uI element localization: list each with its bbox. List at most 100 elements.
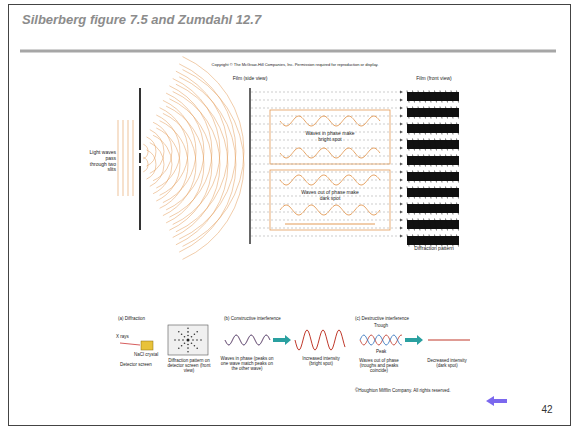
wavefront xyxy=(143,157,148,172)
diffraction-spot xyxy=(174,339,176,341)
band-fuzz xyxy=(446,91,448,103)
guide-line xyxy=(251,124,400,125)
page-number: 42 xyxy=(532,404,562,416)
band-fuzz xyxy=(424,139,426,151)
slide-frame xyxy=(9,5,571,426)
band-fuzz xyxy=(435,155,437,167)
band-fuzz xyxy=(424,203,426,215)
band-fuzz xyxy=(457,155,459,167)
band-fuzz xyxy=(451,139,453,151)
diffraction-spot xyxy=(196,339,198,341)
peak-label: Peak xyxy=(376,349,406,354)
band-fuzz xyxy=(418,107,420,119)
band-fuzz xyxy=(446,123,448,135)
wavefront xyxy=(160,108,188,196)
copyright-note: Copyright © The McGraw-Hill Companies, I… xyxy=(150,63,440,68)
guide-line xyxy=(251,188,400,189)
arrowhead xyxy=(400,99,403,102)
wave xyxy=(280,116,380,126)
panel-label: (a) Diffraction xyxy=(118,316,168,321)
arrowhead xyxy=(400,187,403,190)
slit-barrier xyxy=(139,166,141,230)
diffraction-spot xyxy=(187,344,189,346)
wavefront xyxy=(156,115,180,188)
band-fuzz xyxy=(429,107,431,119)
arrowhead xyxy=(400,171,403,174)
diffraction-spot xyxy=(181,334,183,336)
band-fuzz xyxy=(446,219,448,231)
pattern-caption: Diffraction pattern on detector screen (… xyxy=(165,358,213,374)
arrowhead xyxy=(400,91,403,94)
band-fuzz xyxy=(407,187,409,199)
diffraction-spot xyxy=(196,331,198,333)
band-fuzz xyxy=(418,235,420,247)
diffraction-spot xyxy=(200,339,202,341)
guide-line xyxy=(251,100,400,101)
out-of-phase-box xyxy=(270,170,390,230)
arrowhead xyxy=(400,219,403,222)
band-fuzz xyxy=(457,139,459,151)
plane-wave xyxy=(123,120,124,196)
band-fuzz xyxy=(418,155,420,167)
diffraction-spot xyxy=(191,342,193,344)
band-fuzz xyxy=(451,235,453,247)
band-fuzz xyxy=(418,91,420,103)
band-fuzz xyxy=(429,123,431,135)
arrowhead xyxy=(400,115,403,118)
band-fuzz xyxy=(457,235,459,247)
arrowhead xyxy=(400,227,403,230)
arrow-b xyxy=(273,335,291,345)
wavefront xyxy=(160,121,188,209)
intensity-caption: Increased intensity (bright spot) xyxy=(296,356,346,366)
wave xyxy=(295,330,345,350)
detector-screen xyxy=(168,325,208,355)
slide-title: Silberberg figure 7.5 and Zumdahl 12.7 xyxy=(22,12,261,27)
guide-line xyxy=(251,236,400,237)
wave xyxy=(225,335,270,345)
guide-line xyxy=(251,92,400,93)
diffraction-spot xyxy=(181,345,183,347)
band-fuzz xyxy=(435,139,437,151)
band-fuzz xyxy=(429,91,431,103)
wavefront xyxy=(147,137,156,166)
band-fuzz xyxy=(424,123,426,135)
copyright-note: ©Houghton Mifflin Company. All rights re… xyxy=(355,388,485,393)
xray-figure xyxy=(120,325,470,355)
slit-barrier xyxy=(139,88,141,150)
diffraction-spot xyxy=(187,351,189,353)
band-fuzz xyxy=(440,219,442,231)
diffraction-spot xyxy=(187,331,189,333)
band-fuzz xyxy=(435,219,437,231)
crystal-label: NaCl crystal xyxy=(134,352,162,357)
diffraction-spot xyxy=(192,339,194,341)
wave-caption: Waves in phase (peaks on one wave match … xyxy=(220,356,274,372)
wave xyxy=(360,335,402,345)
band-fuzz xyxy=(418,171,420,183)
diffraction-spot xyxy=(184,336,186,338)
band-fuzz xyxy=(451,91,453,103)
wavefront xyxy=(153,135,172,193)
band-fuzz xyxy=(407,171,409,183)
wavefront xyxy=(176,71,228,232)
arrowhead xyxy=(400,203,403,206)
band-fuzz xyxy=(407,219,409,231)
band-fuzz xyxy=(429,203,431,215)
diffraction-spot xyxy=(178,339,180,341)
wave xyxy=(280,205,380,215)
band-fuzz xyxy=(435,187,437,199)
central-spot xyxy=(187,339,190,342)
film-label: Film (front view) xyxy=(412,76,456,82)
band-fuzz xyxy=(424,219,426,231)
diffraction-spot xyxy=(187,347,189,349)
flat-wave xyxy=(285,224,375,225)
diffraction-spot xyxy=(178,348,180,350)
guide-line xyxy=(251,220,400,221)
film-side xyxy=(249,88,251,244)
back-arrow xyxy=(486,396,507,406)
wave-caption: Waves out of phase (troughs and peaks co… xyxy=(352,358,406,374)
band-fuzz xyxy=(413,203,415,215)
guide-line xyxy=(251,108,400,109)
arrowhead xyxy=(400,155,403,158)
band-fuzz xyxy=(413,171,415,183)
